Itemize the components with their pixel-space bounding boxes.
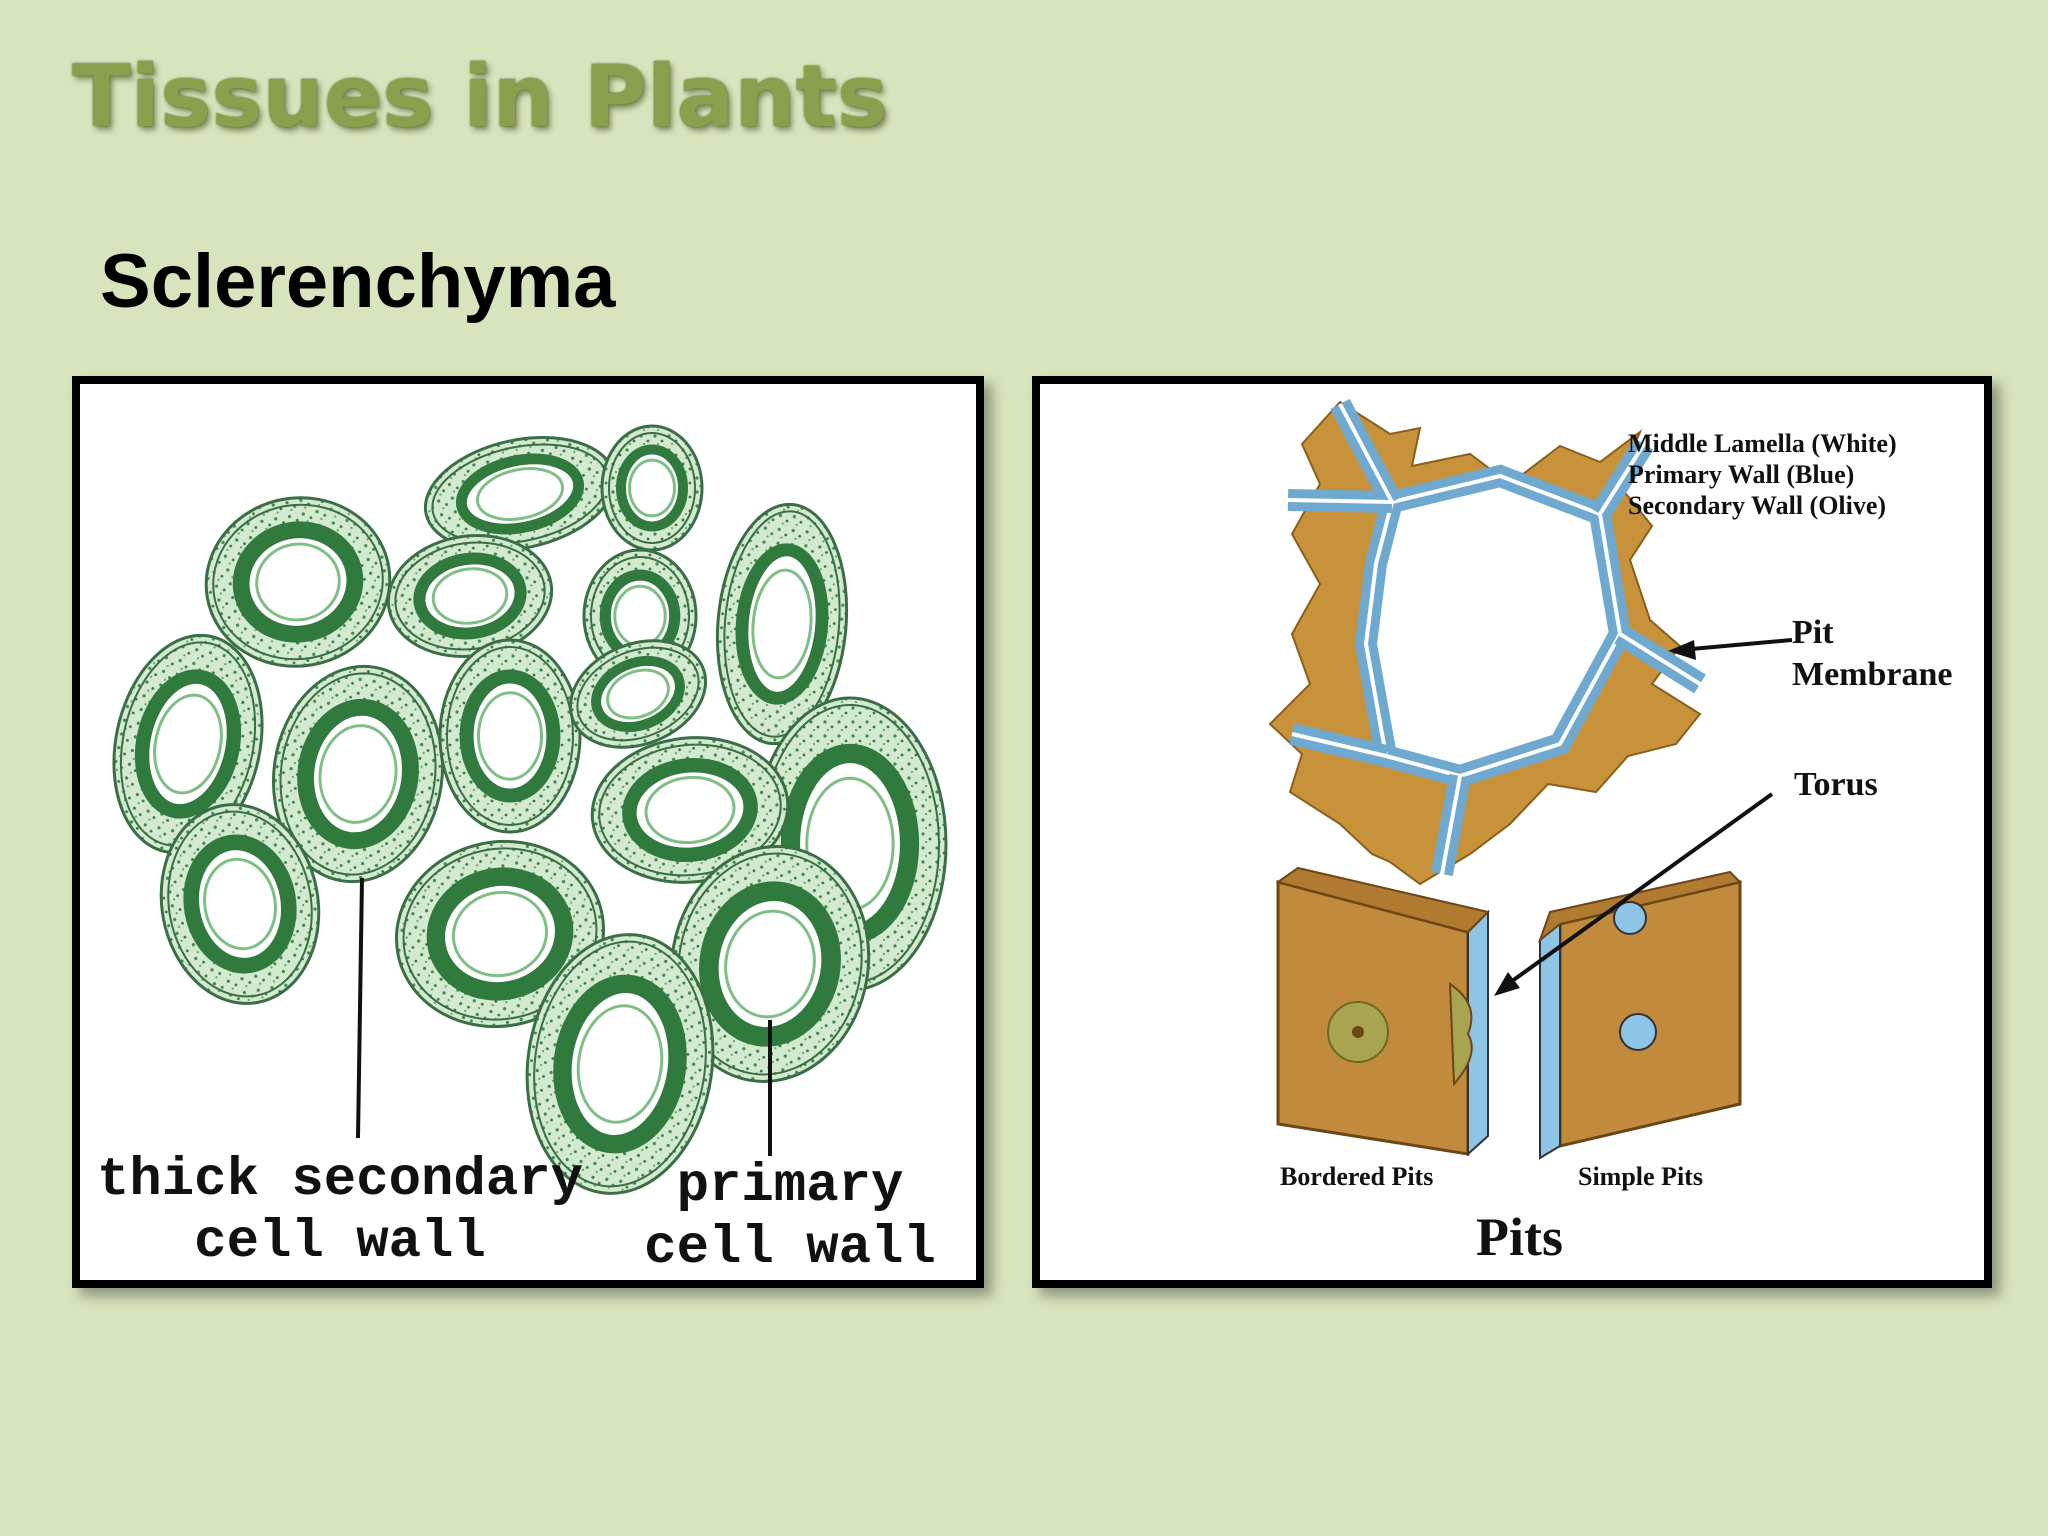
secondary-wall-label-line1: thick secondary: [96, 1150, 584, 1211]
legend-middle-lamella: Middle Lamella (White): [1628, 429, 1897, 458]
pit-membrane-label: Pit Membrane: [1792, 612, 1953, 696]
simple-pits-block: [1537, 870, 1742, 1160]
secondary-wall-label-line2: cell wall: [194, 1212, 486, 1273]
pit-membrane-label-line1: Pit: [1792, 614, 1834, 651]
secondary-wall-label: thick secondary cell wall: [90, 1150, 590, 1274]
pit-membrane-label-line2: Membrane: [1792, 656, 1953, 693]
pits-figure: Middle Lamella (White) Primary Wall (Blu…: [1032, 376, 1992, 1288]
legend-secondary-wall: Secondary Wall (Olive): [1628, 491, 1887, 520]
pits-illustration: [1268, 398, 1793, 1160]
torus-arrowhead: [1494, 972, 1520, 996]
primary-wall-label-line1: primary: [676, 1156, 904, 1217]
bordered-pits-block: [1275, 866, 1490, 1157]
pit-membrane-pointer: [1679, 638, 1793, 652]
torus-label: Torus: [1794, 766, 1878, 803]
primary-wall-label-line2: cell wall: [644, 1218, 936, 1279]
cell-wall-cross-section: [1268, 398, 1706, 886]
slide-title: Tissues in Plants: [72, 47, 888, 147]
pit-membrane-arrowhead: [1668, 640, 1696, 660]
sclerenchyma-cells-illustration: [112, 424, 948, 1195]
pits-caption: Pits: [1476, 1207, 1563, 1267]
primary-wall-label: primary cell wall: [640, 1156, 940, 1280]
cell-group: [112, 424, 948, 1195]
wall-layers-legend: Middle Lamella (White) Primary Wall (Blu…: [1628, 428, 1897, 521]
secondary-wall-pointer: [356, 877, 364, 1139]
torus-pointer: [1506, 792, 1774, 986]
slide-subtitle: Sclerenchyma: [100, 239, 616, 324]
bordered-pits-label: Bordered Pits: [1280, 1162, 1434, 1191]
simple-pits-label: Simple Pits: [1578, 1162, 1703, 1191]
sclerenchyma-cells-figure: thick secondary cell wall primary cell w…: [72, 376, 984, 1288]
legend-primary-wall: Primary Wall (Blue): [1628, 460, 1855, 489]
